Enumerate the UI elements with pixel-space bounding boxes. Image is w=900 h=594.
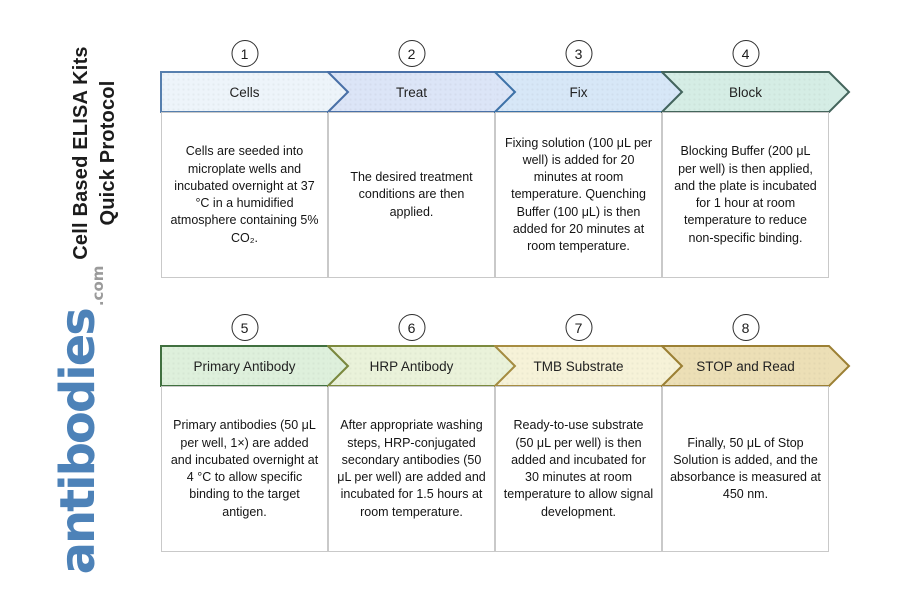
step-description: Primary antibodies (50 μL per well, 1×) … xyxy=(161,386,328,552)
arrow-banner xyxy=(661,345,851,387)
step-title: Treat xyxy=(328,72,495,112)
step-number-badge: 1 xyxy=(231,40,258,67)
page-title: Cell Based ELISA Kits Quick Protocol xyxy=(70,46,119,260)
step-7-tmb-substrate: 7 TMB Substrate Ready-to-use substrate (… xyxy=(494,314,684,552)
arrow-shape xyxy=(661,71,851,113)
step-2-treat: 2 Treat The desired treatment conditions… xyxy=(327,40,517,278)
step-title: Fix xyxy=(495,72,662,112)
step-description: After appropriate washing steps, HRP-con… xyxy=(328,386,495,552)
step-title: STOP and Read xyxy=(662,346,829,386)
step-6-hrp-antibody: 6 HRP Antibody After appropriate washing… xyxy=(327,314,517,552)
step-4-block: 4 Block Blocking Buffer (200 μL per well… xyxy=(661,40,851,278)
step-8-stop-and-read: 8 STOP and Read Finally, 50 μL of Stop S… xyxy=(661,314,851,552)
step-number-badge: 8 xyxy=(732,314,759,341)
logo-suffix-text: .com xyxy=(89,265,107,307)
step-description: Cells are seeded into microplate wells a… xyxy=(161,112,328,278)
step-number-badge: 5 xyxy=(231,314,258,341)
step-number-badge: 7 xyxy=(565,314,592,341)
step-title: Block xyxy=(662,72,829,112)
logo-brand-text: antibodies xyxy=(50,309,106,575)
step-title: Cells xyxy=(161,72,328,112)
step-description: Fixing solution (100 μL per well) is add… xyxy=(495,112,662,278)
step-5-primary-antibody: 5 Primary Antibody Primary antibodies (5… xyxy=(160,314,350,552)
step-number-badge: 2 xyxy=(398,40,425,67)
step-title: HRP Antibody xyxy=(328,346,495,386)
step-number-badge: 4 xyxy=(732,40,759,67)
step-1-cells: 1 Cells Cells are seeded into microplate… xyxy=(160,40,350,278)
step-3-fix: 3 Fix Fixing solution (100 μL per well) … xyxy=(494,40,684,278)
arrow-banner xyxy=(661,71,851,113)
step-description: Finally, 50 μL of Stop Solution is added… xyxy=(662,386,829,552)
antibodies-logo: antibodies .com xyxy=(50,265,107,575)
step-title: TMB Substrate xyxy=(495,346,662,386)
step-title: Primary Antibody xyxy=(161,346,328,386)
step-number-badge: 3 xyxy=(565,40,592,67)
arrow-shape xyxy=(661,345,851,387)
step-description: The desired treatment conditions are the… xyxy=(328,112,495,278)
step-description: Blocking Buffer (200 μL per well) is the… xyxy=(662,112,829,278)
step-description: Ready-to-use substrate (50 μL per well) … xyxy=(495,386,662,552)
step-number-badge: 6 xyxy=(398,314,425,341)
